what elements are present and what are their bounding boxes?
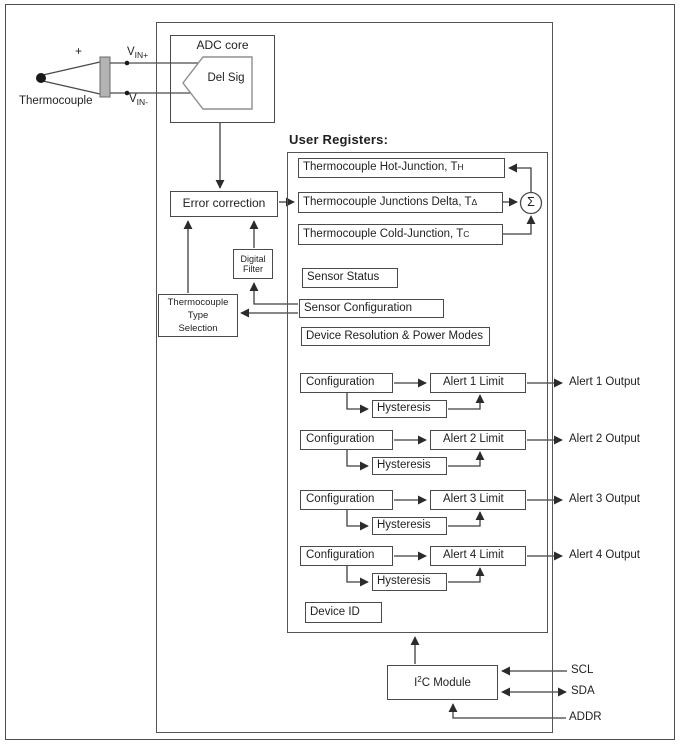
digital-filter-line2: Filter xyxy=(243,264,263,274)
register-sensor-configuration: Sensor Configuration xyxy=(299,299,444,318)
vin-plus-label: VIN+ xyxy=(127,46,148,60)
alert4-configuration-box: Configuration xyxy=(300,546,393,566)
alert4-hysteresis-box: Hysteresis xyxy=(372,573,447,591)
error-correction-box: Error correction xyxy=(170,191,278,217)
i2c-module-label: I2C Module xyxy=(414,675,471,690)
digital-filter-box: Digital Filter xyxy=(233,249,273,279)
alert3-hysteresis-label: Hysteresis xyxy=(377,519,431,532)
digital-filter-line1: Digital xyxy=(240,253,266,264)
register-hot-label: Thermocouple Hot-Junction, T xyxy=(303,161,458,174)
i2c-base: I xyxy=(414,676,418,689)
alert2-hysteresis-box: Hysteresis xyxy=(372,457,447,475)
alert3-output-label: Alert 3 Output xyxy=(569,493,640,505)
alert2-output-label: Alert 2 Output xyxy=(569,433,640,445)
alert2-limit-box: Alert 2 Limit xyxy=(430,430,526,450)
i2c-rest: C Module xyxy=(421,676,471,689)
i2c-sup: 2 xyxy=(417,674,422,684)
alert3-limit-label: Alert 3 Limit xyxy=(443,493,504,506)
alert2-hysteresis-label: Hysteresis xyxy=(377,459,431,472)
thermocouple-label: Thermocouple xyxy=(19,95,93,107)
alert1-output-label: Alert 1 Output xyxy=(569,376,640,388)
sigma-symbol: Σ xyxy=(527,195,535,209)
register-cold-sub: C xyxy=(463,228,470,239)
vin-minus-label: VIN- xyxy=(129,93,148,107)
alert2-limit-label: Alert 2 Limit xyxy=(443,433,504,446)
adc-core-box: ADC core xyxy=(170,35,275,123)
alert2-configuration-label: Configuration xyxy=(306,433,375,446)
alert4-limit-box: Alert 4 Limit xyxy=(430,546,526,566)
alert3-limit-box: Alert 3 Limit xyxy=(430,490,526,510)
register-cold-label: Thermocouple Cold-Junction, T xyxy=(303,227,464,240)
alert4-output-label: Alert 4 Output xyxy=(569,549,640,561)
register-delta-label: Thermocouple Junctions Delta, T xyxy=(303,195,472,208)
delta-sigma-shape xyxy=(182,56,253,110)
register-device-id: Device ID xyxy=(305,602,382,623)
register-device-resolution: Device Resolution & Power Modes xyxy=(301,327,490,346)
vin-minus-sub: IN- xyxy=(136,97,149,107)
alert3-configuration-label: Configuration xyxy=(306,493,375,506)
polarity-plus-label: + xyxy=(75,44,83,58)
register-sensor-status: Sensor Status xyxy=(302,268,398,288)
alert1-limit-label: Alert 1 Limit xyxy=(443,376,504,389)
type-selection-line2: Type xyxy=(187,310,209,321)
register-hot-sub: H xyxy=(457,162,464,173)
device-resolution-label: Device Resolution & Power Modes xyxy=(306,329,484,342)
device-id-label: Device ID xyxy=(310,605,360,618)
thermocouple-icon xyxy=(36,56,200,98)
alert1-configuration-box: Configuration xyxy=(300,373,393,393)
alert1-configuration-label: Configuration xyxy=(306,376,375,389)
alert1-hysteresis-box: Hysteresis xyxy=(372,400,447,418)
device-boundary-box xyxy=(156,22,553,733)
thermocouple-type-selection-box: Thermocouple Type Selection xyxy=(158,294,238,337)
sigma-node xyxy=(519,191,543,215)
alert4-configuration-label: Configuration xyxy=(306,549,375,562)
addr-pin-label: ADDR xyxy=(569,711,602,723)
page-border xyxy=(5,4,675,740)
alert2-configuration-box: Configuration xyxy=(300,430,393,450)
signal-arrows xyxy=(183,123,567,719)
vin-minus-base: V xyxy=(129,93,137,105)
adc-core-title: ADC core xyxy=(196,38,249,52)
alert3-configuration-box: Configuration xyxy=(300,490,393,510)
alert4-limit-label: Alert 4 Limit xyxy=(443,549,504,562)
alert4-hysteresis-label: Hysteresis xyxy=(377,575,431,588)
register-delta-sub: Δ xyxy=(471,196,478,207)
alert1-hysteresis-label: Hysteresis xyxy=(377,402,431,415)
sensor-status-label: Sensor Status xyxy=(307,271,380,284)
vin-plus-base: V xyxy=(127,46,135,58)
alert3-hysteresis-box: Hysteresis xyxy=(372,517,447,535)
error-correction-label: Error correction xyxy=(182,196,266,211)
user-registers-box xyxy=(287,152,548,633)
type-selection-line1: Thermocouple xyxy=(167,297,229,308)
alert1-limit-box: Alert 1 Limit xyxy=(430,373,526,393)
user-registers-heading: User Registers: xyxy=(289,132,389,147)
vin-plus-sub: IN+ xyxy=(134,50,149,60)
del-sig-label: Del Sig xyxy=(207,72,245,84)
type-selection-line3: Selection xyxy=(178,323,218,334)
i2c-module-box: I2C Module xyxy=(387,665,498,700)
sensor-configuration-label: Sensor Configuration xyxy=(304,301,413,314)
sda-pin-label: SDA xyxy=(571,685,595,697)
scl-pin-label: SCL xyxy=(571,664,594,676)
